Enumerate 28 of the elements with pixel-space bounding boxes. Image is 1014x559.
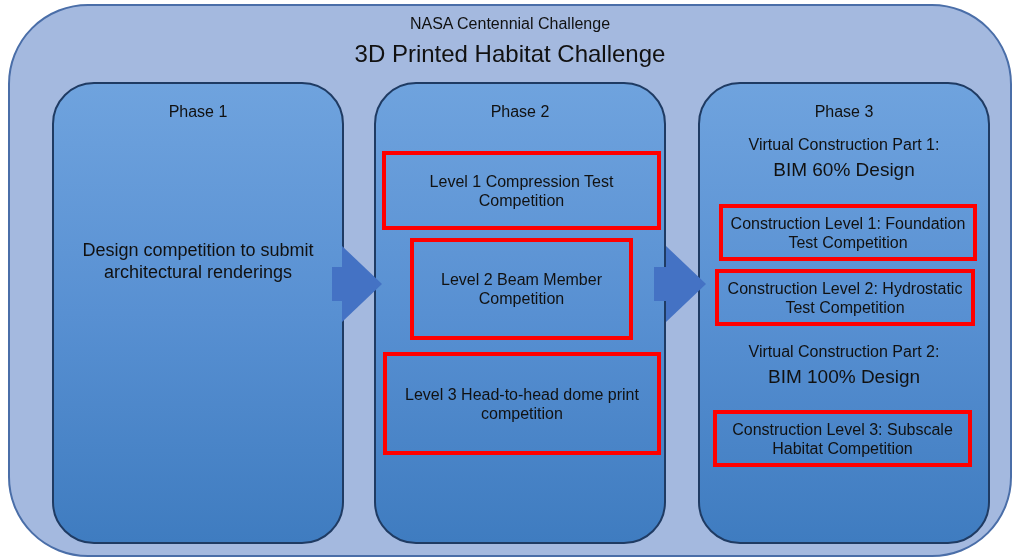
phase-panel [374, 82, 666, 544]
block-arrow [654, 246, 706, 322]
milestone-label: Virtual Construction Part 1: [748, 135, 940, 155]
phase-panel [52, 82, 344, 544]
competition-box [715, 269, 975, 326]
level-label: Construction Level 3: Subscale Habitat Competition [731, 419, 954, 458]
phase-panel [698, 82, 990, 544]
level-label: Level 1 Compression Test Competition [428, 171, 615, 210]
competition-box [713, 410, 972, 467]
subtitle: NASA Centennial Challenge [409, 14, 611, 34]
competition-box [383, 352, 661, 455]
level-label: Construction Level 1: Foundation Test Competition [729, 213, 967, 252]
challenge-panel [8, 4, 1012, 557]
phase-heading: Phase 2 [490, 102, 550, 122]
block-arrow [332, 246, 382, 322]
milestone-title: BIM 60% Design [773, 159, 915, 182]
description: Design competition to submit architectural renderings [81, 240, 315, 284]
competition-box [410, 238, 633, 340]
level-label: Level 3 Head-to-head dome print competition [404, 384, 640, 423]
title: 3D Printed Habitat Challenge [354, 40, 666, 69]
milestone-title: BIM 100% Design [767, 366, 921, 389]
level-label: Level 2 Beam Member Competition [440, 269, 603, 309]
level-label: Construction Level 2: Hydrostatic Test Competition [726, 278, 964, 317]
phase-heading: Phase 3 [814, 102, 874, 122]
phase-heading: Phase 1 [168, 102, 228, 122]
competition-box [719, 204, 977, 261]
competition-box [382, 151, 661, 230]
milestone-label: Virtual Construction Part 2: [748, 342, 940, 362]
